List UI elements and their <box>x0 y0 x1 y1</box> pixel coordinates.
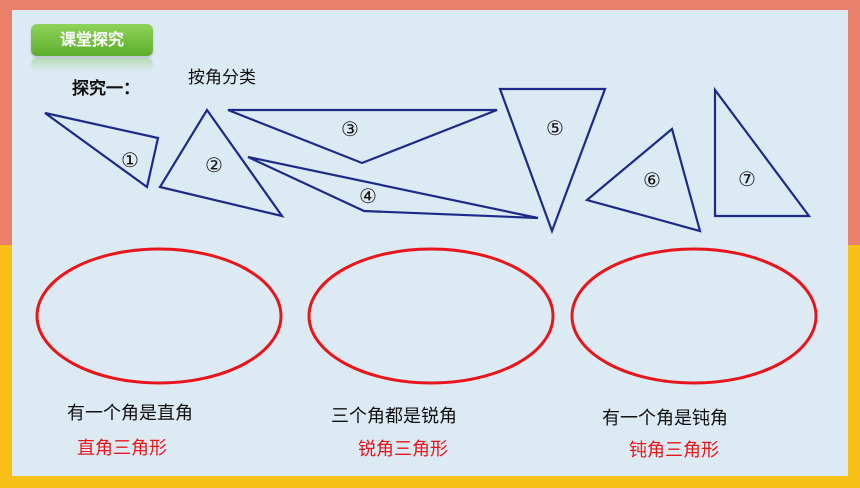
obtuse-triangle-category: 钝角三角形 <box>629 440 719 461</box>
triangle-4[interactable] <box>247 155 539 220</box>
right-triangle-category: 直角三角形 <box>77 438 167 459</box>
section-badge: 课堂探究 <box>31 24 153 56</box>
obtuse-triangle-description: 有一个角是钝角 <box>602 408 728 429</box>
acute-triangle-description: 三个角都是锐角 <box>331 406 457 427</box>
exploration-subtitle: 按角分类 <box>188 68 256 88</box>
triangle-6[interactable] <box>584 127 702 233</box>
triangle-7-label: ⑦ <box>738 167 756 191</box>
triangle-5[interactable] <box>498 87 607 235</box>
right-triangle-description: 有一个角是直角 <box>67 403 193 424</box>
acute-triangle-bin[interactable] <box>307 247 555 385</box>
right-triangle-bin[interactable] <box>35 247 283 385</box>
badge-reflection <box>31 58 153 72</box>
acute-triangle-category: 锐角三角形 <box>358 439 448 460</box>
triangle-7[interactable] <box>713 86 812 218</box>
triangle-3[interactable] <box>227 108 498 165</box>
triangle-1-label: ① <box>121 148 139 172</box>
triangle-5-label: ⑤ <box>546 116 564 140</box>
obtuse-triangle-bin[interactable] <box>570 247 818 385</box>
triangle-2-label: ② <box>205 153 223 177</box>
triangle-4-label: ④ <box>359 184 377 208</box>
triangle-2[interactable] <box>158 107 285 218</box>
content-panel <box>12 10 848 476</box>
triangle-3-label: ③ <box>341 117 359 141</box>
exploration-title: 探究一： <box>72 79 140 99</box>
triangle-6-label: ⑥ <box>643 168 661 192</box>
triangle-1[interactable] <box>44 111 160 189</box>
